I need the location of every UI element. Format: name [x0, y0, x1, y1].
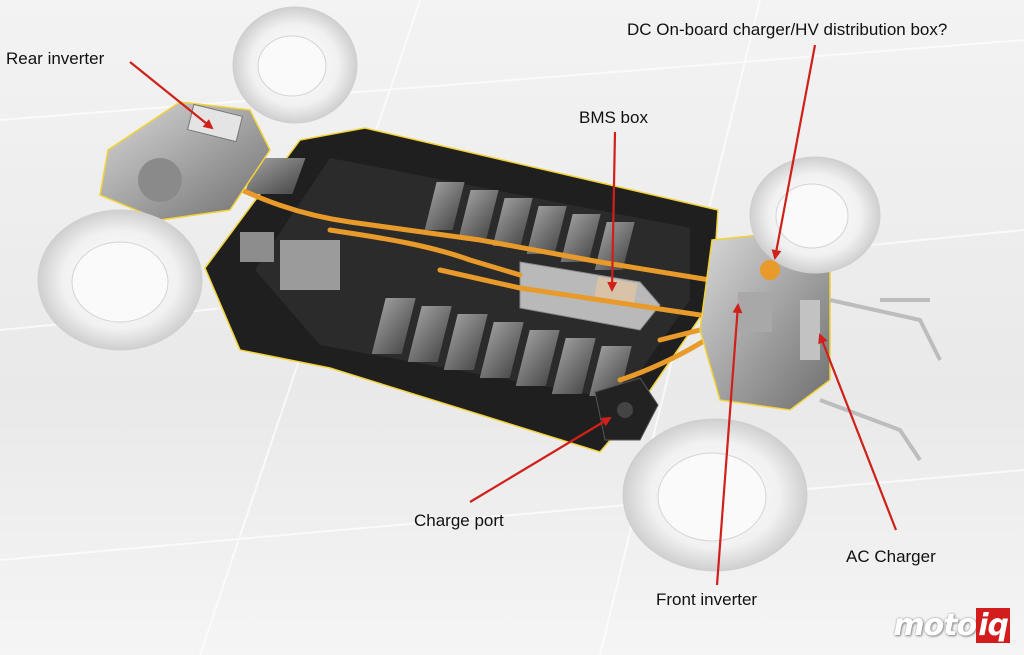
arrow-bms-box — [607, 131, 618, 292]
label-bms-box: BMS box — [579, 108, 648, 127]
logo-accent: iq — [976, 608, 1010, 643]
arrow-dc-charger — [771, 44, 817, 260]
wheel-rear-right — [232, 6, 358, 124]
motoiq-logo: motoiq — [893, 608, 1010, 643]
arrow-front-inverter — [715, 303, 743, 586]
rear-drive-unit — [99, 101, 271, 221]
label-dc-charger: DC On-board charger/HV distribution box? — [627, 20, 948, 39]
battery-cells-lower — [371, 298, 632, 396]
label-charge-port: Charge port — [414, 511, 504, 530]
battery-cells-upper — [424, 182, 635, 270]
wheel-front-left — [622, 418, 808, 572]
arrow-rear-inverter — [129, 61, 214, 130]
logo-main: moto — [893, 608, 977, 643]
arrow-ac-charger — [818, 333, 898, 531]
suspension — [819, 298, 942, 462]
label-ac-charger: AC Charger — [846, 547, 936, 566]
wheel-front-right — [749, 156, 881, 274]
arrow-charge-port — [469, 416, 612, 503]
wheel-rear-left — [37, 209, 203, 351]
callout-arrows — [129, 44, 898, 586]
label-front-inverter: Front inverter — [656, 590, 758, 609]
label-rear-inverter: Rear inverter — [6, 49, 105, 68]
